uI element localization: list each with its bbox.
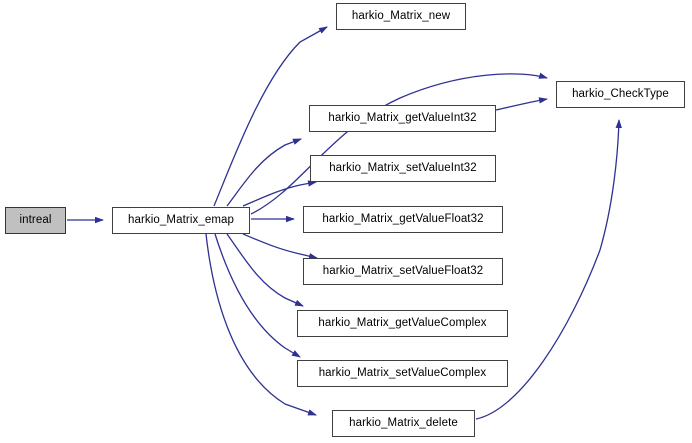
edge-emap-to-setValueComplex	[214, 233, 301, 358]
graph-node-emap[interactable]: harkio_Matrix_emap	[112, 207, 250, 234]
graph-node-intreal[interactable]: intreal	[5, 207, 66, 234]
edge-emap-to-getValueInt32	[226, 138, 302, 207]
graph-node-new[interactable]: harkio_Matrix_new	[336, 3, 466, 30]
edge-emap-to-getValueComplex	[226, 233, 304, 307]
edge-emap-to-setValueFloat32	[242, 233, 318, 260]
edge-emap-to-checktype	[250, 72, 548, 215]
graph-node-setValueFloat32[interactable]: harkio_Matrix_setValueFloat32	[303, 258, 503, 285]
graph-node-delete[interactable]: harkio_Matrix_delete	[332, 410, 475, 437]
edge-getValueInt32-to-checktype	[495, 97, 548, 111]
graph-node-checktype[interactable]: harkio_CheckType	[556, 81, 685, 108]
graph-node-getValueInt32[interactable]: harkio_Matrix_getValueInt32	[309, 105, 496, 132]
graph-node-getValueComplex[interactable]: harkio_Matrix_getValueComplex	[297, 310, 508, 337]
graph-node-setValueInt32[interactable]: harkio_Matrix_setValueInt32	[310, 155, 496, 182]
graph-node-getValueFloat32[interactable]: harkio_Matrix_getValueFloat32	[303, 206, 503, 233]
graph-node-setValueComplex[interactable]: harkio_Matrix_setValueComplex	[297, 360, 508, 387]
edge-emap-to-setValueInt32	[242, 180, 317, 207]
